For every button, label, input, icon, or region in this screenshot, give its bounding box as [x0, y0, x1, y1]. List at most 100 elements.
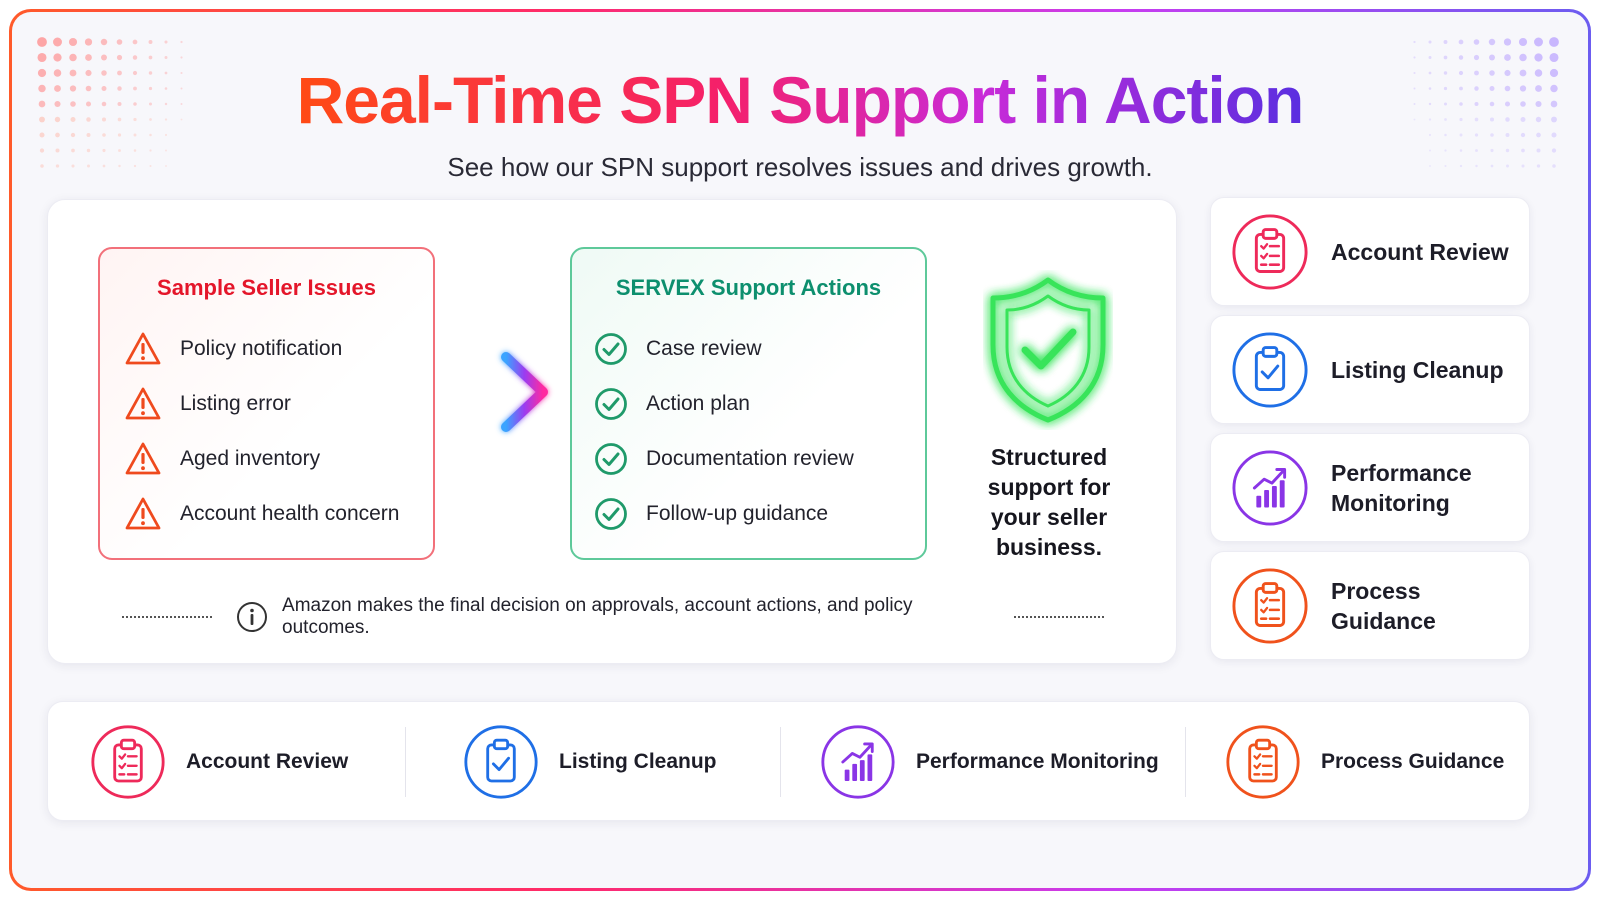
decorative-dot: [1505, 117, 1510, 122]
decorative-dot: [149, 133, 152, 137]
decorative-dot: [1520, 101, 1526, 107]
bottom-divider: [1185, 727, 1186, 797]
decorative-dot: [1504, 69, 1511, 77]
decorative-dot: [132, 39, 138, 45]
decorative-dot: [149, 102, 152, 106]
decorative-dot: [1429, 149, 1431, 152]
side-card-label: Listing Cleanup: [1331, 356, 1504, 383]
decorative-dot: [180, 103, 183, 105]
decorative-dot: [148, 55, 153, 60]
bottom-item-account-review[interactable]: Account Review: [90, 702, 348, 822]
support-actions-title: SERVEX Support Actions: [615, 275, 882, 300]
decorative-dot: [1444, 164, 1447, 168]
warning-icon: [125, 387, 161, 419]
decorative-dot: [1413, 118, 1416, 121]
decorative-dot: [70, 132, 76, 138]
decorative-dot: [1520, 117, 1526, 122]
decorative-dot: [164, 118, 168, 121]
decorative-dot: [1443, 55, 1448, 60]
decorative-dot: [1504, 85, 1511, 92]
decorative-dot: [1549, 68, 1559, 78]
decorative-dot: [180, 40, 183, 44]
decorative-dot: [100, 38, 108, 46]
decorative-dot: [87, 164, 90, 168]
decorative-dot: [1489, 101, 1495, 107]
decorative-dot: [1428, 40, 1432, 44]
decorative-dot: [118, 149, 121, 152]
decorative-dot: [101, 54, 107, 61]
decorative-dot: [1490, 164, 1494, 168]
side-card-performance-monitoring[interactable]: Performance Monitoring: [1210, 433, 1530, 542]
decorative-dot: [1489, 85, 1495, 92]
check-circle-icon: [595, 442, 627, 475]
decorative-dot: [55, 148, 60, 153]
seller-issue-label: Policy notification: [180, 336, 343, 360]
decorative-dot: [86, 148, 91, 153]
dotted-divider-left: [122, 616, 213, 618]
decorative-dot: [1550, 100, 1558, 108]
side-card-process-guidance[interactable]: Process Guidance: [1210, 551, 1530, 660]
bar-chart-trend-icon: [821, 725, 895, 799]
disclaimer-text: Amazon makes the final decision on appro…: [282, 595, 913, 638]
side-card-account-review[interactable]: Account Review: [1210, 197, 1530, 306]
decorative-dot: [1475, 149, 1478, 152]
support-action-item: Documentation review: [594, 431, 925, 486]
decorative-dot: [1489, 54, 1495, 61]
seller-issues-title: Sample Seller Issues: [157, 275, 376, 300]
decorative-dot: [1489, 117, 1495, 122]
clipboard-checklist-icon: [1232, 213, 1308, 290]
support-action-label: Follow-up guidance: [646, 501, 829, 525]
decorative-dot: [1474, 133, 1479, 137]
decorative-dot: [40, 164, 44, 168]
side-card-label: Process Guidance: [1331, 577, 1436, 634]
decorative-dot: [1490, 148, 1494, 153]
page-subtitle: See how our SPN support resolves issues …: [447, 152, 1153, 182]
main-process-card: Sample Seller Issues Policy notification…: [47, 199, 1177, 664]
decorative-dot: [116, 39, 123, 45]
arrow-right-icon: [456, 352, 548, 432]
clipboard-list-icon: [1226, 725, 1300, 799]
decorative-dot: [133, 133, 137, 137]
decorative-dot: [1535, 100, 1542, 108]
decorative-dot: [149, 164, 152, 168]
seller-issue-item: Aged inventory: [124, 431, 433, 486]
decorative-dot: [1551, 148, 1557, 153]
check-circle-icon: [595, 497, 627, 530]
seller-issue-label: Listing error: [180, 391, 291, 415]
decorative-dot: [1413, 87, 1416, 90]
bottom-item-label: Performance Monitoring: [916, 750, 1159, 773]
decorative-dot: [37, 37, 47, 47]
decorative-dot: [180, 71, 183, 75]
decorative-dot: [180, 56, 183, 59]
decorative-dot: [69, 85, 77, 92]
decorative-dot: [1428, 71, 1432, 75]
decorative-dot: [102, 148, 106, 153]
decorative-dot: [1551, 132, 1557, 138]
bottom-item-process-guidance[interactable]: Process Guidance: [1225, 702, 1504, 822]
support-action-label: Action plan: [646, 391, 750, 415]
decorative-dot: [54, 116, 61, 123]
bottom-item-listing-cleanup[interactable]: Listing Cleanup: [463, 702, 717, 822]
decorative-dot: [1519, 69, 1527, 77]
bottom-item-performance-monitoring[interactable]: Performance Monitoring: [820, 702, 1159, 822]
decorative-dot: [1458, 70, 1464, 76]
decorative-dot: [1474, 117, 1479, 122]
decorative-dot: [1503, 38, 1512, 46]
seller-issues-box: Sample Seller Issues Policy notification…: [98, 247, 435, 560]
decorative-dot: [1444, 102, 1447, 106]
decorative-dot: [149, 149, 152, 152]
decorative-dot: [1413, 103, 1416, 105]
warning-icon: [125, 442, 161, 474]
decorative-dot: [1505, 133, 1510, 137]
decorative-dot: [101, 117, 107, 122]
side-card-listing-cleanup[interactable]: Listing Cleanup: [1210, 315, 1530, 424]
decorative-dot: [117, 70, 122, 76]
decorative-dot: [133, 102, 137, 106]
decorative-dot: [133, 149, 137, 152]
decorative-dot: [1428, 118, 1432, 121]
decorative-dot: [1473, 54, 1480, 61]
warning-icon: [125, 497, 161, 529]
decorative-dot: [1459, 117, 1463, 122]
